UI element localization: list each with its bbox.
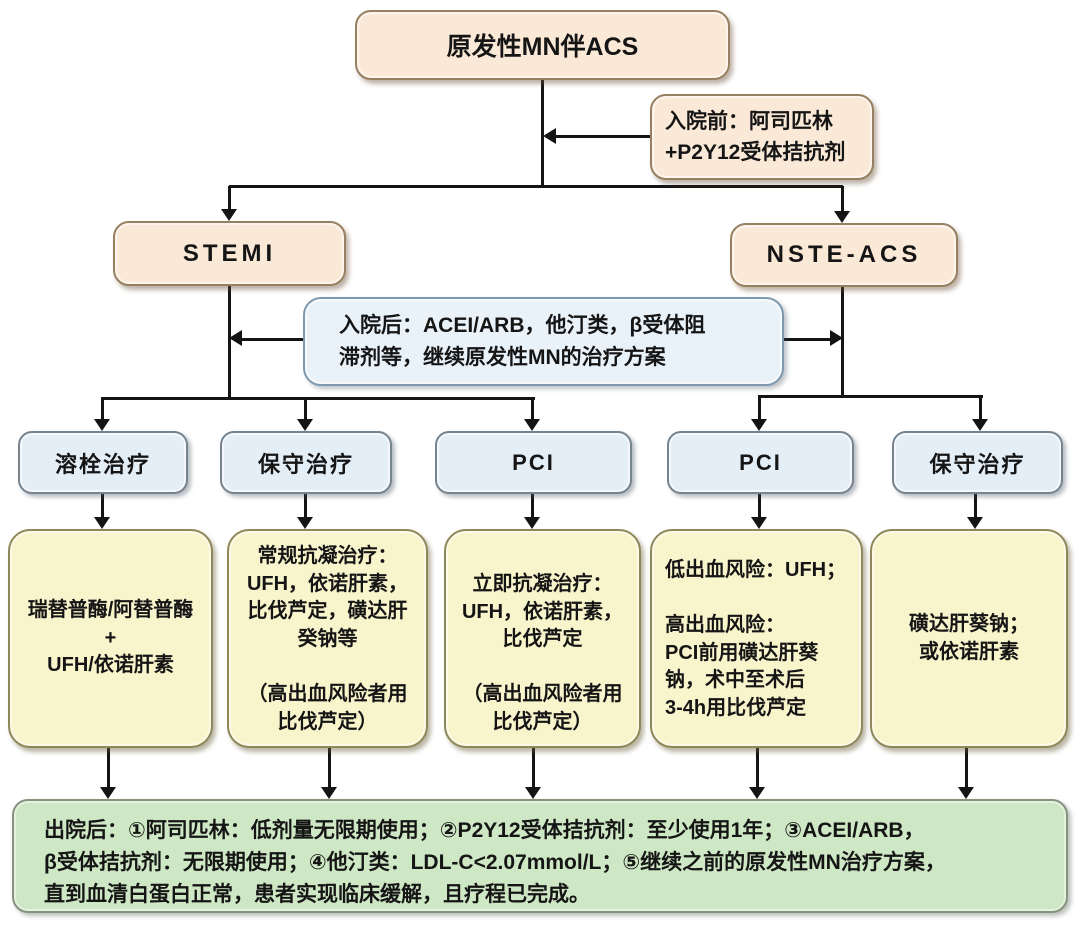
detail-line: 比伐芦定） [492,710,593,733]
strategy-label: PCI [739,449,782,475]
connector-discharge-5 [965,748,968,787]
discharge-line: 出院后：①阿司匹林：低剂量无限期使用；②P2Y12受体拮抗剂：至少使用1年；③A… [44,819,925,842]
detail-line: 磺达肝葵钠； [909,612,1029,635]
connector-detail-3 [531,494,534,517]
connector-discharge-3 [532,748,535,787]
node-detail-conservative-nste: 磺达肝葵钠； 或依诺肝素 [870,529,1068,748]
node-detail-thrombolysis: 瑞替普酶/阿替普酶 + UFH/依诺肝素 [8,529,213,748]
detail-line: 比伐芦定） [277,710,378,733]
node-stemi: STEMI [113,221,346,286]
node-detail-pci-stemi: 立即抗凝治疗： UFH，依诺肝素， 比伐芦定 （高出血风险者用 比伐芦定） [444,529,641,748]
connector-branch-5 [979,395,982,419]
arrowhead-branch-2-icon [297,419,313,431]
detail-line: 比伐芦定，磺达肝 [247,600,408,623]
node-nste-acs: NSTE-ACS [730,223,958,287]
node-detail-pci-nste: 低出血风险：UFH； 高出血风险： PCI前用磺达肝葵 钠，术中至术后 3-4h… [650,529,863,748]
node-root: 原发性MN伴ACS [355,10,730,80]
connector-branch-1 [101,397,104,419]
arrowhead-discharge-4-icon [749,787,765,799]
arrowhead-detail-4-icon [751,517,767,529]
connector-detail-5 [974,494,977,517]
detail-line: UFH/依诺肝素 [47,654,174,677]
detail-line: UFH，依诺肝素， [246,572,409,595]
discharge-line: 直到血清白蛋白正常，患者实现临床缓解，且疗程已完成。 [44,883,590,907]
arrowhead-discharge-2-icon [321,787,337,799]
detail-line: + [104,626,117,649]
node-discharge: 出院后：①阿司匹林：低剂量无限期使用；②P2Y12受体拮抗剂：至少使用1年；③A… [12,799,1068,913]
arrowhead-post-right-icon [830,330,843,346]
arrowhead-post-left-icon [229,330,242,346]
pre-admission-line: 入院前：阿司匹林 [665,109,833,133]
arrowhead-detail-5-icon [967,517,983,529]
detail-line: 低出血风险：UFH； [665,559,847,581]
connector-pre-admission [556,135,650,138]
arrowhead-branch-5-icon [972,419,988,431]
arrowhead-detail-2-icon [297,517,313,529]
connector-discharge-2 [328,748,331,787]
connector-detail-2 [304,494,307,517]
strategy-label: PCI [512,449,555,475]
detail-line: 常规抗凝治疗： [257,545,398,567]
arrowhead-branch-4-icon [751,419,767,431]
post-admission-line: 滞剂等，继续原发性MN的治疗方案 [339,345,666,369]
detail-line: 或依诺肝素 [919,640,1019,663]
detail-line: （高出血风险者用 [247,682,408,705]
arrowhead-branch-3-icon [524,419,540,431]
arrowhead-branch-1-icon [94,419,110,431]
node-strategy-pci-stemi: PCI [435,431,632,494]
connector-nste-distribution [760,395,983,398]
node-pre-admission: 入院前：阿司匹林 +P2Y12受体拮抗剂 [650,94,874,180]
arrowhead-discharge-5-icon [958,787,974,799]
node-strategy-thrombolysis: 溶栓治疗 [18,431,188,494]
node-strategy-pci-nste: PCI [667,431,854,494]
connector-to-nste [841,186,844,212]
detail-line: PCI前用磺达肝葵 [665,641,819,664]
detail-line: 癸钠等 [297,627,358,650]
arrowhead-detail-3-icon [524,517,540,529]
connector-discharge-1 [107,748,110,787]
connector-post-right [784,338,831,341]
detail-line: 比伐芦定 [502,628,583,651]
connector-branch-4 [758,395,761,419]
detail-line: 瑞替普酶/阿替普酶 [27,599,194,622]
connector-branch-3 [531,397,534,419]
node-detail-conservative-stemi: 常规抗凝治疗： UFH，依诺肝素， 比伐芦定，磺达肝 癸钠等 （高出血风险者用 … [227,529,428,748]
connector-root-down [541,80,544,186]
node-strategy-conservative-stemi: 保守治疗 [220,431,392,494]
detail-line: UFH，依诺肝素， [461,600,624,623]
arrowhead-nste-icon [834,211,850,223]
detail-line: 立即抗凝治疗： [472,573,613,595]
connector-detail-1 [101,494,104,517]
arrowhead-detail-1-icon [94,517,110,529]
connector-discharge-4 [756,748,759,787]
node-strategy-conservative-nste: 保守治疗 [892,431,1063,494]
node-nste-acs-label: NSTE-ACS [766,241,922,268]
strategy-label: 溶栓治疗 [54,451,151,477]
post-admission-line: 入院后：ACEI/ARB，他汀类，β受体阻 [339,314,706,337]
discharge-line: β受体拮抗剂：无限期使用；④他汀类：LDL-C<2.07mmol/L；⑤继续之前… [44,851,946,875]
connector-to-stemi [228,186,231,210]
strategy-label: 保守治疗 [257,451,354,477]
detail-line: 高出血风险： [665,614,785,637]
arrowhead-discharge-3-icon [525,787,541,799]
detail-line: 3-4h用比伐芦定 [665,696,807,719]
arrowhead-pre-admission-icon [543,128,556,144]
detail-line: （高出血风险者用 [462,683,623,706]
connector-branch-2 [304,397,307,419]
connector-post-left [241,338,303,341]
node-stemi-label: STEMI [182,239,277,267]
arrowhead-stemi-icon [221,209,237,221]
connector-detail-4 [758,494,761,517]
connector-stemi-distribution [101,397,535,400]
arrowhead-discharge-1-icon [100,787,116,799]
strategy-label: 保守治疗 [929,451,1026,477]
pre-admission-line: +P2Y12受体拮抗剂 [665,141,846,164]
detail-line: 钠，术中至术后 [665,669,805,692]
connector-top-branch [229,185,843,188]
node-post-admission: 入院后：ACEI/ARB，他汀类，β受体阻 滞剂等，继续原发性MN的治疗方案 [303,297,784,386]
node-root-label: 原发性MN伴ACS [446,33,639,61]
